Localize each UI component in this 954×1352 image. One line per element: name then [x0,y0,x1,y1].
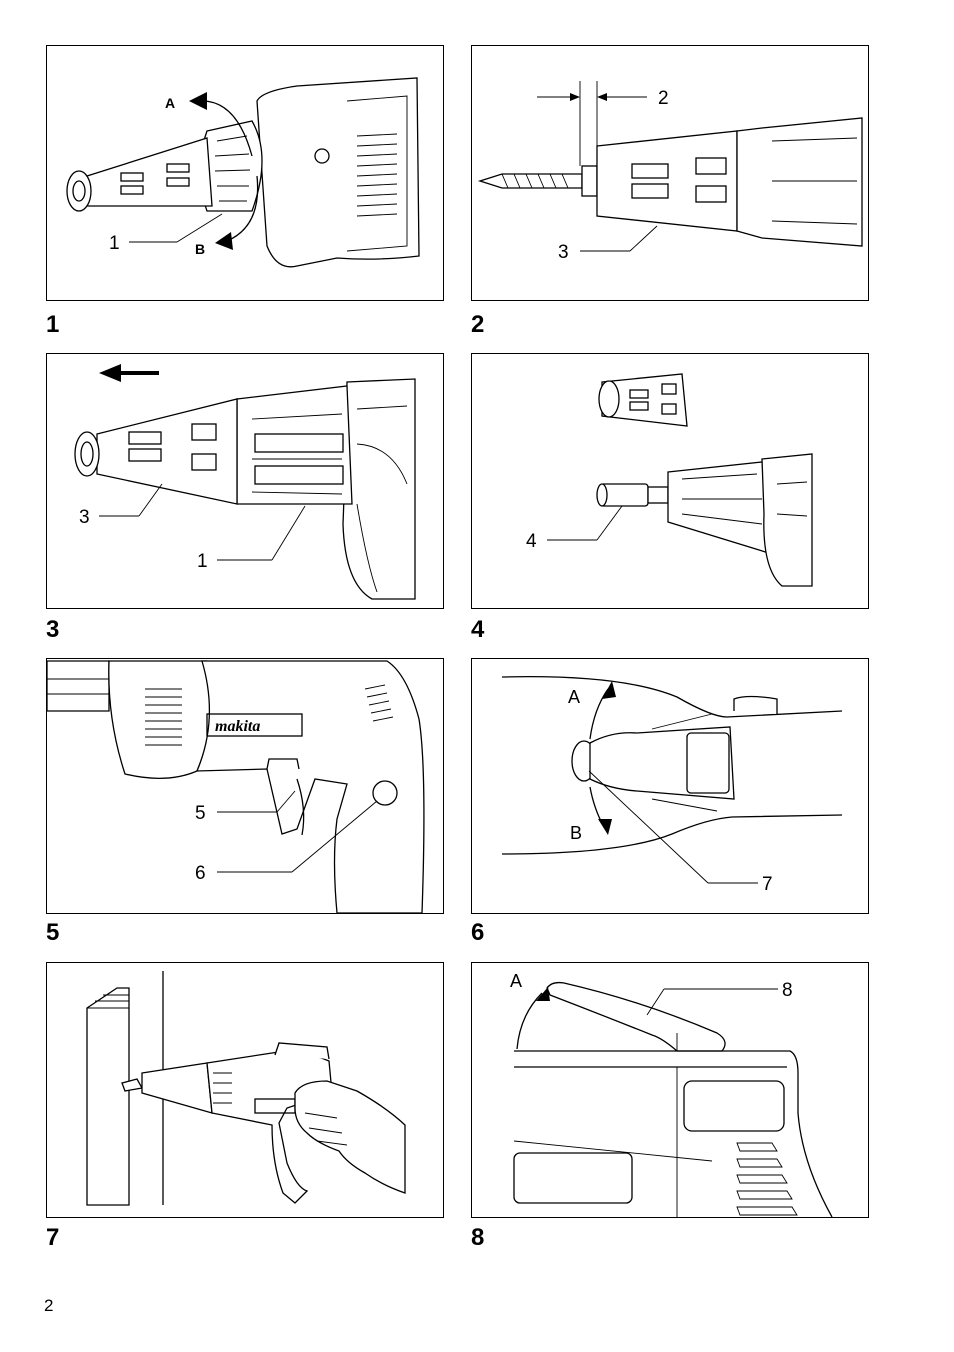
figure-8-letter-a: A [510,971,522,991]
figure-4-number: 4 [471,618,484,642]
figure-6-panel: A B 7 [471,658,869,914]
figure-3-callout-1: 1 [197,551,208,572]
figure-5-callout-6: 6 [195,863,206,884]
figure-3-illustration: 3 1 [47,354,443,608]
figure-7-number: 7 [46,1226,59,1250]
figure-1-letter-b: B [195,241,205,257]
figure-1-callout-1: 1 [109,233,120,254]
figure-6-illustration: A B 7 [472,659,868,913]
figure-5-brand-makita: makita [215,718,260,735]
figure-3-number: 3 [46,618,59,642]
figure-5-panel: makita 5 6 [46,658,444,914]
figure-4-illustration: 4 [472,354,868,608]
page-number: 2 [44,1296,53,1316]
figure-5-callout-5: 5 [195,803,206,824]
figure-2-callout-2: 2 [658,88,669,109]
figure-7-illustration [47,963,443,1217]
figure-6-number: 6 [471,921,484,945]
figure-8-panel: A 8 [471,962,869,1218]
figure-2-illustration: 2 3 [472,46,868,300]
figure-1-number: 1 [46,313,59,337]
figure-1-letter-a: A [165,95,175,111]
figure-5-illustration: makita 5 6 [47,659,443,913]
figure-2-number: 2 [471,313,484,337]
figure-1-illustration: 1 A B [47,46,443,300]
figure-5-number: 5 [46,921,59,945]
figure-8-illustration: A 8 [472,963,868,1217]
figure-3-panel: 3 1 [46,353,444,609]
figure-8-number: 8 [471,1226,484,1250]
figure-2-panel: 2 3 [471,45,869,301]
figure-1-panel: 1 A B [46,45,444,301]
figure-2-callout-3: 3 [558,242,569,263]
figure-3-callout-3: 3 [79,507,90,528]
figure-7-panel [46,962,444,1218]
figure-4-callout-4: 4 [526,531,537,552]
figure-6-callout-7: 7 [762,874,773,895]
figure-8-callout-8: 8 [782,980,793,1001]
figure-6-letter-a: A [568,687,580,707]
figure-6-letter-b: B [570,823,582,843]
figure-4-panel: 4 [471,353,869,609]
